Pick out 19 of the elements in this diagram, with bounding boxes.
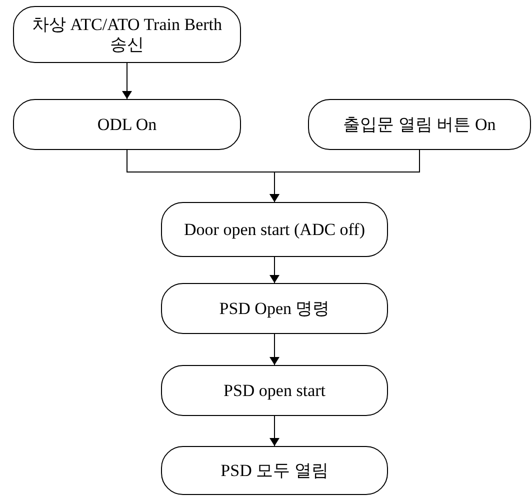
arrow — [270, 256, 280, 284]
process-box — [161, 365, 388, 416]
step-text: Door open start (ADC off) — [183, 220, 366, 240]
process-box — [308, 99, 531, 150]
step-text: PSD Open 명령 — [218, 298, 331, 318]
arrow — [270, 150, 420, 202]
process-box — [161, 446, 388, 495]
step-text: 차상 ATC/ATO Train Berth 송신 — [30, 14, 223, 54]
process-box — [161, 202, 388, 257]
process-box — [13, 6, 241, 63]
step-text: 출입문 열림 버튼 On — [342, 114, 497, 134]
arrow — [122, 62, 132, 100]
process-box — [13, 99, 241, 150]
step-text: PSD 모두 열림 — [220, 460, 330, 480]
process-box — [161, 283, 388, 334]
step-text: ODL On — [96, 114, 158, 134]
arrow — [270, 416, 280, 446]
arrow — [270, 334, 280, 366]
step-text: PSD open start — [222, 380, 326, 400]
